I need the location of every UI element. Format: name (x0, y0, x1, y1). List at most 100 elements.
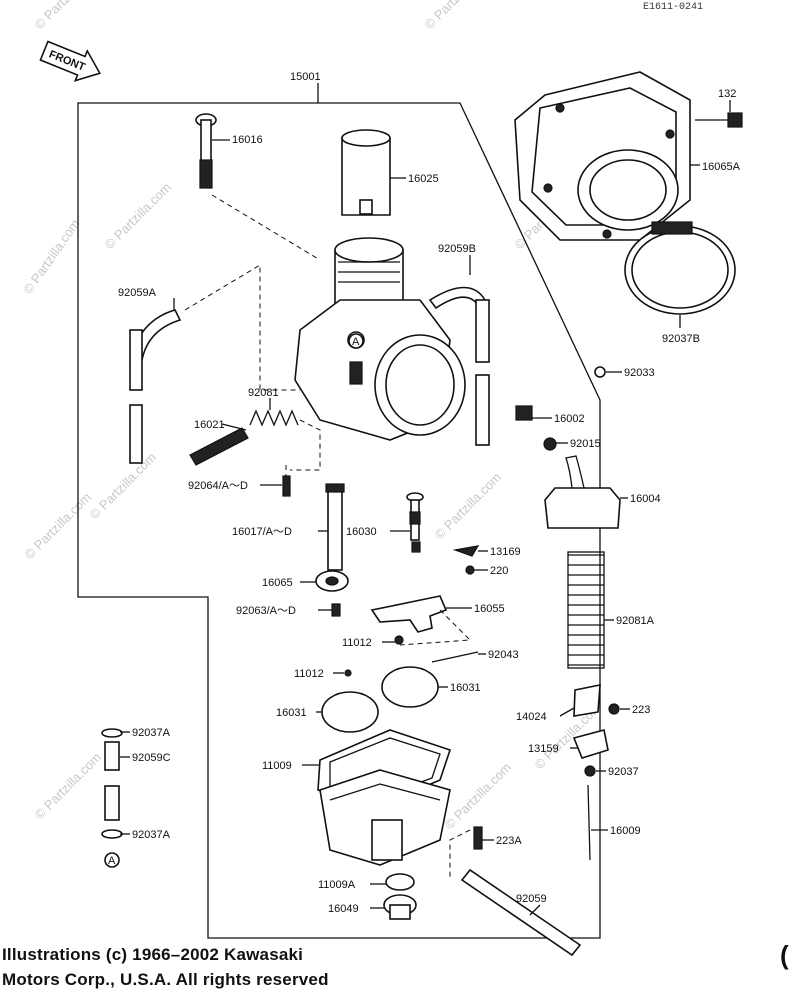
intake-duct (514, 71, 691, 241)
part-label-16031: 16031 (276, 707, 307, 719)
carb-cap-16016 (195, 113, 217, 189)
leader-lines (120, 100, 731, 916)
watermark-text: © Partzilla.com (87, 450, 160, 523)
part-label-16002: 16002 (554, 413, 585, 425)
part-label-16065: 16065 (262, 577, 293, 589)
watermark-text: © Partzilla.com (432, 470, 505, 543)
part-label-92015: 92015 (570, 438, 601, 450)
clamp-92037B (624, 221, 736, 315)
watermark-text: © Partzilla.com (422, 0, 495, 32)
part-label-92059: 92059 (516, 893, 547, 905)
throttle-slide-16025 (341, 129, 391, 216)
page-code: E1611-0241 (643, 2, 704, 13)
clip-92033 (594, 366, 606, 378)
part-label-92059A: 92059A (118, 287, 157, 299)
spring-92081A (567, 551, 605, 669)
pin-11012 (394, 635, 404, 645)
float-pin-92043 (431, 651, 479, 663)
part-label-92059B: 92059B (438, 243, 476, 255)
copyright-line-1: Illustrations (c) 1966–2002 Kawasaki (2, 945, 304, 964)
clip-13169 (452, 545, 480, 557)
hose-92059C (101, 728, 123, 839)
part-label-92059C: 92059C (132, 752, 171, 764)
part-label-223A: 223A (496, 835, 522, 847)
part-label-92037: 92037 (608, 766, 639, 778)
part-label-11012: 11012 (294, 668, 324, 680)
part-label-13169: 13169 (490, 546, 521, 558)
part-label-92081: 92081 (248, 387, 279, 399)
screw-223A (473, 826, 483, 850)
part-label-92037A: 92037A (132, 727, 171, 739)
part-label-92033: 92033 (624, 367, 655, 379)
part-label-92063: 92063/A～D (236, 605, 296, 617)
needle-jet-16017 (325, 483, 345, 571)
part-label-220: 220 (490, 565, 508, 577)
watermark-text: © Partzilla.com (32, 0, 105, 32)
screw-220 (465, 565, 475, 575)
part-label-132: 132 (718, 88, 736, 100)
screw-92064 (282, 465, 291, 497)
bolt-132 (695, 112, 743, 128)
pilot-screw-16021 (189, 427, 249, 466)
holder-13159 (572, 729, 609, 759)
part-label-13159: 13159 (528, 743, 559, 755)
part-label-92043: 92043 (488, 649, 519, 661)
screw-223 (608, 703, 620, 715)
float-16031 (321, 666, 439, 733)
jet-needle-16030 (406, 492, 424, 553)
part-label-16030: 16030 (346, 526, 377, 538)
hose-92059B (428, 286, 490, 446)
front-arrow: FRONT (39, 40, 102, 82)
part-label-15001: 15001 (290, 71, 321, 83)
spring-92081 (249, 409, 299, 427)
part-label-11009: 11009 (262, 760, 292, 772)
watermark-text: © Partzilla.com (22, 490, 95, 563)
float-bowl (319, 769, 451, 866)
drain-plug-16049 (383, 894, 417, 920)
washer-16065 (315, 570, 349, 592)
nut-92015 (543, 437, 557, 451)
watermark-text: © Partzilla.com (102, 180, 175, 253)
pin-11012 (344, 669, 352, 677)
cap-16002 (515, 405, 533, 421)
part-label-16055: 16055 (474, 603, 505, 615)
part-label-16017: 16017/A～D (232, 526, 292, 538)
part-label-14024: 14024 (516, 711, 547, 723)
callout-a-text: A (108, 855, 116, 867)
callout-a-text: A (352, 336, 360, 348)
plate-14024 (573, 684, 601, 717)
part-label-16031: 16031 (450, 682, 481, 694)
part-label-11012: 11012 (342, 637, 372, 649)
part-label-92081A: 92081A (616, 615, 655, 627)
washer-11009A (385, 873, 415, 891)
part-label-16016: 16016 (232, 134, 263, 146)
watermark-text: © Partzilla.com (32, 750, 105, 823)
carburetor-body (294, 237, 466, 441)
needle-16009 (587, 784, 591, 861)
part-label-16065A: 16065A (702, 161, 741, 173)
part-labels: 15001 16016 16025 132 16065A 92059B 9205… (118, 71, 741, 915)
part-label-16021: 16021 (194, 419, 225, 431)
part-label-16009: 16009 (610, 825, 641, 837)
callout-a: A A (104, 333, 364, 868)
assembly-boundary (77, 102, 601, 939)
part-label-92064: 92064/A～D (188, 480, 248, 492)
watermark-text: © Partzilla.com (442, 760, 515, 833)
part-label-16004: 16004 (630, 493, 661, 505)
part-label-92037A: 92037A (132, 829, 171, 841)
hose-92059A (128, 309, 182, 464)
washer-92037 (584, 765, 596, 777)
top-cap-16004 (544, 455, 621, 529)
float-arm-16055 (370, 595, 448, 633)
copyright-line-2: Motors Corp., U.S.A. All rights reserved (2, 970, 329, 989)
jet-92063 (331, 603, 341, 617)
corner-mark: ( (780, 940, 789, 970)
part-label-11009A: 11009A (318, 879, 356, 891)
part-label-92037B: 92037B (662, 333, 700, 345)
watermark-text: © Partzilla.com (20, 216, 83, 296)
hose-92059 (460, 868, 582, 957)
part-label-16049: 16049 (328, 903, 359, 915)
part-label-16025: 16025 (408, 173, 439, 185)
part-label-223: 223 (632, 704, 650, 716)
